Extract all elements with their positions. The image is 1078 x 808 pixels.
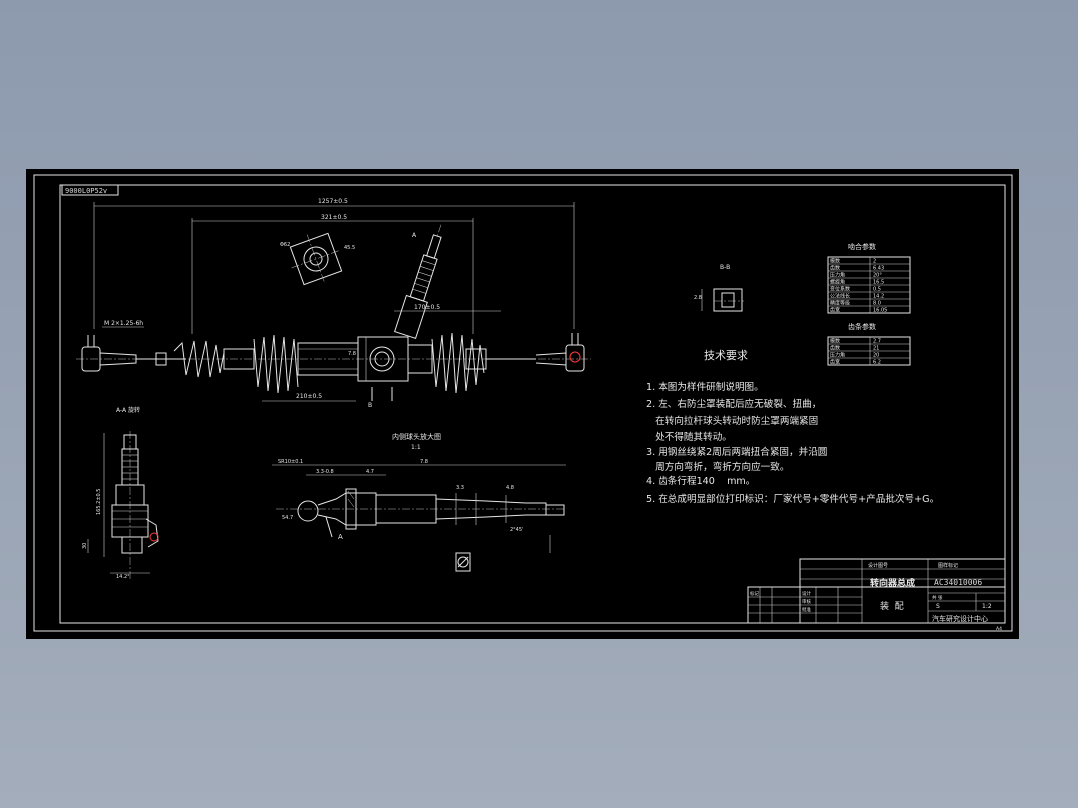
svg-text:7.8: 7.8 [348, 351, 356, 357]
detail-scale: 1:1 [411, 444, 421, 451]
tb-company: 汽车研究设计中心 [932, 614, 988, 623]
table-key: 公法线长 [830, 293, 850, 300]
svg-text:7.8: 7.8 [420, 459, 428, 465]
left-tie-rod-end [81, 335, 186, 372]
table-value: 14.2 [873, 294, 884, 300]
dim-inner: 321±0.5 [321, 214, 347, 221]
tech-line: 处不得随其转动。 [646, 431, 732, 443]
section-aa-view [87, 431, 159, 581]
tb-category: 装 配 [880, 600, 904, 612]
tb-cell-c: 审核 [802, 598, 811, 605]
tb-header-right: 图样标记 [938, 562, 958, 569]
tb-product-name: 转向器总成 [870, 577, 915, 589]
cad-drawing-svg: 9000L0P52v 1257±0.5 321±0.5 170±0.5 210±… [33, 174, 1013, 632]
tech-line: 4. 齿条行程140 mm。 [646, 475, 755, 487]
inner-ball-joint-detail [272, 464, 566, 572]
section-mark-b: B [368, 402, 372, 409]
stamp-box [61, 184, 119, 196]
svg-text:Φ62: Φ62 [280, 242, 290, 248]
table-value: 2 [873, 259, 876, 265]
outer-border [33, 174, 1013, 632]
tech-line: 5. 在总成明显部位打印标识：厂家代号+零件代号+产品批次号+G。 [646, 493, 939, 505]
table-key: 模数 [830, 258, 840, 265]
pinion-section-detail [289, 232, 343, 286]
table-value: 20 [873, 353, 879, 359]
table-key: 齿数 [830, 345, 840, 352]
table-value: 16.5 [873, 280, 884, 286]
tech-requirements: 1. 本图为样件研制说明图。 2. 左、右防尘罩装配后应无破裂、扭曲， 在转向拉… [646, 381, 939, 505]
svg-text:3.3-0.8: 3.3-0.8 [316, 469, 334, 475]
table-value: 8.0 [873, 301, 881, 307]
tech-line: 在转向拉杆球头转动时防尘罩两端紧固 [646, 415, 818, 427]
table-value: 21 [873, 346, 879, 352]
table-key: 变位系数 [830, 286, 850, 293]
tb-small-note: 共 张 [932, 594, 943, 601]
tech-line: 2. 左、右防尘罩装配后应无破裂、扭曲， [646, 398, 821, 410]
section-bb-label: B-B [720, 264, 730, 271]
inner-border [59, 184, 1006, 624]
tech-line: 1. 本图为样件研制说明图。 [646, 381, 764, 393]
tb-drawing-no: AC34010006 [934, 578, 982, 587]
mesh-params-table: 模数 2 齿数 6.43 压力角 20° 螺旋角 16.5 变位系数 0.5 公法线长 14.2 精度等… [827, 256, 911, 314]
table-value: 2.7 [873, 339, 881, 345]
tb-header-left: 设计图号 [868, 562, 888, 569]
table-key: 螺旋角 [830, 279, 845, 286]
pinion-shaft [394, 224, 442, 340]
section-bb-view: 2.8 [694, 288, 744, 312]
table-key: 齿宽 [830, 359, 840, 366]
tb-cell-d: 批准 [802, 606, 811, 613]
svg-text:54.7: 54.7 [282, 515, 293, 521]
table-key: 压力角 [830, 272, 845, 279]
dim-total: 1257±0.5 [318, 198, 348, 205]
title-block [747, 558, 1006, 624]
table-key: 压力角 [830, 352, 845, 359]
tech-title: 技术要求 [704, 349, 748, 362]
dim-center: 210±0.5 [296, 393, 322, 400]
dim-pinion: 170±0.5 [414, 304, 440, 311]
table-key: 模数 [830, 338, 840, 345]
svg-text:SR10±0.1: SR10±0.1 [278, 459, 303, 465]
left-dust-boot [173, 334, 299, 394]
svg-text:165.2±0.5: 165.2±0.5 [96, 489, 102, 515]
table-key: 齿宽 [830, 307, 840, 314]
svg-text:A: A [338, 533, 343, 541]
tb-scale: 1:2 [982, 603, 992, 610]
detail-title: 内侧球头放大图 [392, 432, 441, 441]
table-value: 6.43 [873, 266, 884, 272]
tb-sheet: S [936, 603, 940, 610]
tech-line: 周方向弯折，弯折方向应一致。 [646, 461, 789, 473]
tb-cell-b: 设计 [802, 590, 811, 597]
svg-text:4.7: 4.7 [366, 469, 374, 475]
table-value: 16.05 [873, 308, 887, 314]
table-key: 齿数 [830, 265, 840, 272]
stamp-code: 9000L0P52v [65, 187, 107, 195]
rack-table-title: 齿条参数 [848, 322, 876, 331]
svg-text:2.8: 2.8 [694, 295, 702, 301]
svg-text:3.3: 3.3 [456, 485, 464, 491]
table-value: 6.2 [873, 360, 881, 366]
steering-gear-housing: 7.8 [297, 336, 433, 382]
tb-corner: A4 [996, 626, 1002, 632]
table-key: 精度等级 [830, 300, 850, 307]
mesh-table-title: 啮合参数 [848, 242, 876, 251]
dim-thread: M 2×1.25-6h [104, 320, 143, 327]
cad-drawing-sheet: 9000L0P52v 1257±0.5 321±0.5 170±0.5 210±… [26, 169, 1019, 639]
right-dust-boot [431, 332, 487, 394]
table-value: 0.5 [873, 287, 881, 293]
svg-text:4.8: 4.8 [506, 485, 514, 491]
table-value: 20° [873, 273, 882, 279]
svg-text:14.2°: 14.2° [116, 574, 130, 580]
tb-cell-a: 标记 [750, 590, 759, 597]
section-aa-label: A-A 旋转 [116, 406, 140, 414]
svg-text:45.5: 45.5 [344, 245, 355, 251]
pinion-mark: A [412, 232, 417, 239]
svg-text:2°45': 2°45' [510, 527, 523, 533]
svg-text:30: 30 [82, 543, 88, 549]
tech-line: 3. 用钢丝绕紧2周后两端扭合紧固，并沿圆 [646, 446, 827, 458]
rack-params-table: 模数 2.7 齿数 21 压力角 20 齿宽 6.2 [827, 336, 911, 366]
right-tie-rod-end [486, 333, 585, 372]
